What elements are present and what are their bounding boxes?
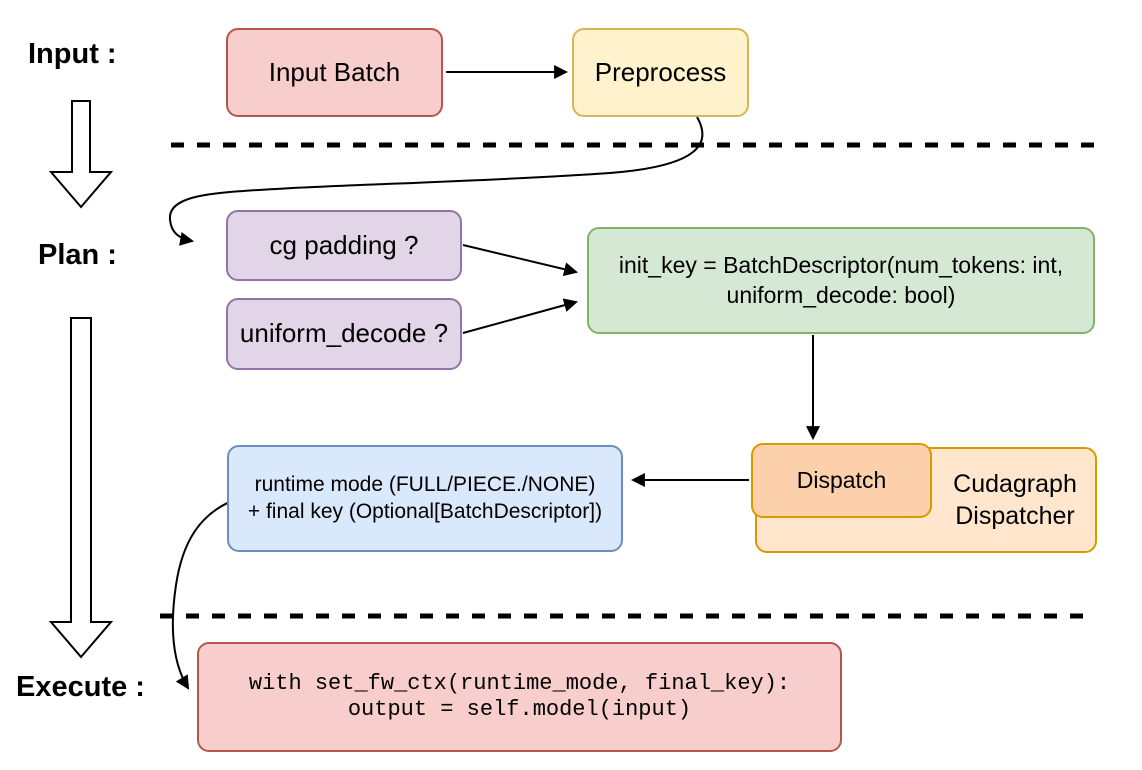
plan-flow-arrow <box>48 317 114 659</box>
node-input-batch: Input Batch <box>226 28 443 117</box>
node-preprocess: Preprocess <box>572 28 749 117</box>
cudagraph-dispatcher-label: Cudagraph Dispatcher <box>953 470 1077 530</box>
input-flow-arrow <box>48 100 114 209</box>
stage-label-input: Input : <box>28 38 117 70</box>
stage-label-execute: Execute : <box>16 671 145 703</box>
node-init-key: init_key = BatchDescriptor(num_tokens: i… <box>587 227 1095 334</box>
node-uniform-decode: uniform_decode ? <box>226 298 462 370</box>
node-execute-code: with set_fw_ctx(runtime_mode, final_key)… <box>197 642 842 752</box>
stage-label-plan: Plan : <box>38 239 117 271</box>
node-cg-padding: cg padding ? <box>226 210 462 281</box>
node-runtime-mode: runtime mode (FULL/PIECE./NONE) + final … <box>227 445 623 552</box>
arrow-uniform-decode-to-init-key <box>462 298 579 334</box>
node-dispatch: Dispatch <box>751 443 932 518</box>
arrow-cg-padding-to-init-key <box>462 244 579 277</box>
